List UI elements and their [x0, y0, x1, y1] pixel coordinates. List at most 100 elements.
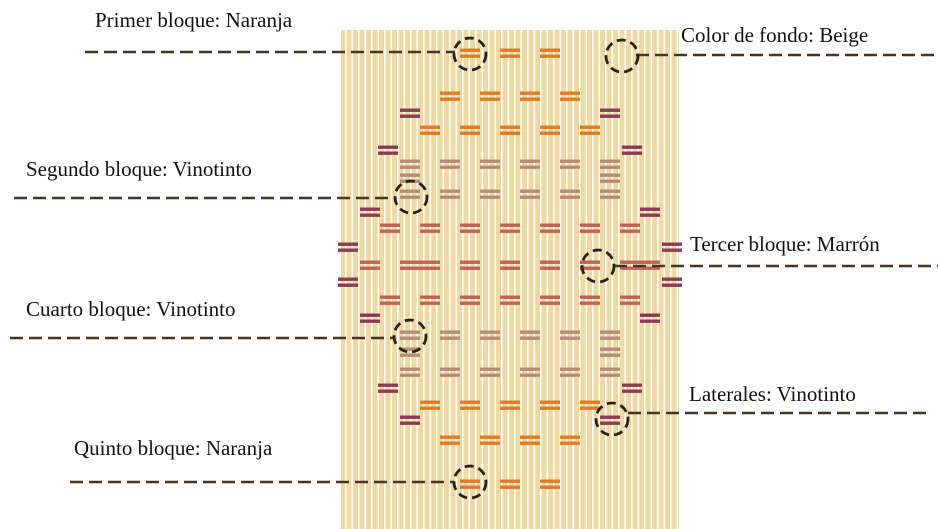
weave-bead: [620, 260, 640, 270]
warp-stripe: [650, 30, 653, 529]
weave-bead: [420, 400, 440, 410]
weave-bead: [420, 223, 440, 233]
weave-bead: [500, 295, 520, 305]
weave-bead: [640, 207, 660, 217]
weave-bead: [400, 415, 420, 425]
warp-stripe: [358, 30, 360, 529]
weave-bead: [360, 260, 380, 270]
weave-bead: [460, 400, 480, 410]
weave-bead: [560, 367, 580, 377]
weave-bead: [580, 223, 600, 233]
weave-bead: [600, 347, 620, 357]
weave-bead: [640, 313, 660, 323]
highlight-laterales: [594, 401, 630, 437]
weave-bead: [600, 159, 620, 169]
weave-bead: [580, 125, 600, 135]
weave-bead: [662, 242, 682, 252]
weave-bead: [600, 330, 620, 340]
weave-bead: [380, 295, 400, 305]
weave-bead: [540, 400, 560, 410]
weave-bead: [500, 400, 520, 410]
weave-bead: [400, 367, 420, 377]
weave-bead: [420, 125, 440, 135]
warp-stripe: [631, 30, 633, 529]
warp-stripe: [481, 30, 484, 529]
weave-bead: [420, 295, 440, 305]
warp-stripe: [488, 30, 490, 529]
warp-stripe: [403, 30, 406, 529]
weave-bead: [622, 383, 642, 393]
weave-bead: [560, 189, 580, 199]
weave-bead: [460, 48, 480, 58]
weave-bead: [500, 260, 520, 270]
warp-stripe: [514, 30, 516, 529]
warp-stripe: [475, 30, 477, 529]
weave-bead: [580, 400, 600, 410]
label-segundo-bloque: Segundo bloque: Vinotinto: [26, 157, 252, 181]
warp-stripe: [416, 30, 419, 529]
weave-bead: [440, 91, 460, 101]
weave-bead: [560, 330, 580, 340]
warp-stripe: [410, 30, 412, 529]
warp-stripe: [377, 30, 380, 529]
weave-bead: [500, 479, 520, 489]
highlight-segundo-bloque: [393, 179, 429, 215]
warp-stripe: [644, 30, 646, 529]
weave-bead: [378, 145, 398, 155]
weave-bead: [338, 242, 358, 252]
warp-stripe: [501, 30, 503, 529]
weave-bead: [420, 260, 440, 270]
warp-stripe: [423, 30, 425, 529]
weave-bead: [440, 330, 460, 340]
warp-stripe: [449, 30, 451, 529]
weave-bead: [560, 159, 580, 169]
weave-bead: [520, 435, 540, 445]
weave-bead: [640, 260, 660, 270]
label-primer-bloque: Primer bloque: Naranja: [95, 8, 293, 32]
warp-stripe: [364, 30, 367, 529]
warp-stripe: [592, 30, 594, 529]
weave-bead: [500, 48, 520, 58]
weave-bead: [480, 435, 500, 445]
weave-bead: [620, 223, 640, 233]
weave-bead: [400, 260, 420, 270]
weave-bead: [580, 295, 600, 305]
warp-stripe: [585, 30, 588, 529]
weave-bead: [460, 260, 480, 270]
weave-bead: [480, 91, 500, 101]
weave-bead: [560, 435, 580, 445]
weave-bead: [400, 330, 420, 340]
weave-bead: [460, 125, 480, 135]
warp-stripe: [455, 30, 458, 529]
warp-stripe: [442, 30, 445, 529]
highlight-cuarto-bloque: [392, 318, 428, 354]
weave-bead: [378, 383, 398, 393]
weave-bead: [540, 223, 560, 233]
label-color-fondo: Color de fondo: Beige: [681, 23, 869, 47]
weave-bead: [540, 295, 560, 305]
warp-stripe: [559, 30, 562, 529]
weave-bead: [500, 125, 520, 135]
warp-stripe: [527, 30, 529, 529]
highlight-primer-bloque: [452, 36, 488, 72]
weave-bead: [338, 277, 358, 287]
warp-stripe: [533, 30, 536, 529]
weave-bead: [480, 367, 500, 377]
weave-bead: [440, 435, 460, 445]
warp-stripe: [540, 30, 542, 529]
weave-bead: [460, 479, 480, 489]
weave-bead: [622, 145, 642, 155]
weave-bead: [540, 48, 560, 58]
warp-stripe: [546, 30, 549, 529]
weave-bead: [540, 260, 560, 270]
weave-bead: [520, 159, 540, 169]
weave-bead: [360, 207, 380, 217]
weave-bead: [440, 159, 460, 169]
warp-stripe: [390, 30, 393, 529]
highlight-color-fondo: [604, 38, 640, 74]
warp-stripe: [657, 30, 659, 529]
weave-bead: [460, 223, 480, 233]
warp-stripe: [520, 30, 523, 529]
